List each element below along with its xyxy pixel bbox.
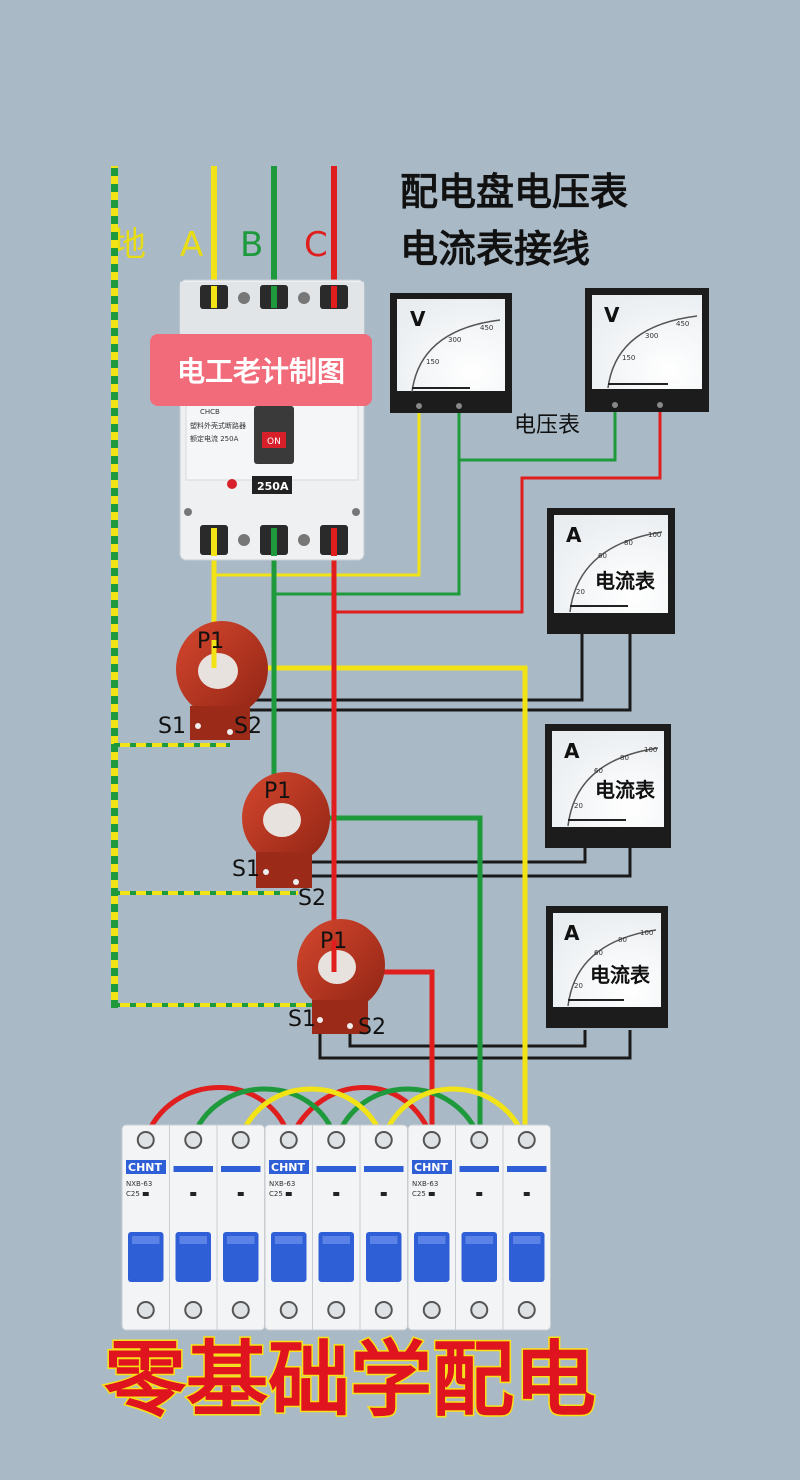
breaker-spec-1: 塑料外壳式断路器 [190, 421, 246, 430]
mcb-2-handle-2[interactable] [318, 1232, 355, 1282]
voltmeter-right-tick-300: 300 [645, 332, 658, 340]
ct-c-s1: S1 [288, 1007, 316, 1032]
ct-a-s2: S2 [234, 714, 262, 739]
phase-label-a: A [180, 225, 203, 265]
ct-b-s1: S1 [232, 857, 260, 882]
mcb-1-brand: CHNT [128, 1161, 162, 1174]
main-breaker: CHCB 塑料外壳式断路器 额定电流 250A ON 250A [179, 279, 365, 561]
main-phase-wires [211, 540, 528, 1140]
voltmeter-right-tick-450: 450 [676, 320, 689, 328]
ammeter-3-tick-60: 60 [594, 949, 603, 957]
mcb-jumper-arcs [142, 1085, 528, 1141]
title-line-1: 配电盘电压表 [400, 170, 628, 214]
current-transformer-c: P1 S1 S2 [288, 919, 386, 1040]
mcb-1-rating: C25 [126, 1190, 140, 1198]
ammeter-2-label: 电流表 [595, 778, 656, 802]
current-transformer-b: P1 S1 S2 [232, 772, 330, 911]
ammeter-1-tick-80: 80 [624, 539, 633, 547]
ammeter-2-tick-60: 60 [594, 767, 603, 775]
voltmeter-right-unit: V [604, 303, 620, 327]
phase-label-b: B [240, 225, 263, 265]
breaker-rating: 250A [257, 480, 289, 493]
ammeter-3-label: 电流表 [590, 963, 651, 987]
ammeter-2-tick-80: 80 [620, 754, 629, 762]
mcb-1-handle-3[interactable] [223, 1232, 259, 1282]
phase-label-c: C [304, 225, 328, 265]
mcb-3-model: NXB-63 [412, 1180, 438, 1188]
title-line-2: 电流表接线 [400, 227, 590, 271]
mcb-2-handle-1[interactable] [271, 1232, 307, 1282]
mcb-1-handle-2[interactable] [175, 1232, 212, 1282]
ammeter-2-tick-100: 100 [644, 746, 657, 754]
ammeter-3-tick-80: 80 [618, 936, 627, 944]
mcb-3-handle-2[interactable] [461, 1232, 498, 1282]
voltmeter-label: 电压表 [514, 413, 580, 438]
watermark-badge: 电工老计制图 [150, 334, 372, 406]
voltmeter-right-tick-150: 150 [622, 354, 635, 362]
ammeter-1: A 20 60 80 100 电流表 [547, 508, 675, 634]
current-transformer-a: P1 S1 S2 [158, 621, 268, 740]
mcb-1-model: NXB-63 [126, 1180, 152, 1188]
ammeter-2: A 20 60 80 100 电流表 [545, 724, 671, 848]
voltmeter-left: V 150 300 450 [390, 293, 512, 413]
mcb-1-handle-1[interactable] [128, 1232, 164, 1282]
ct-a-p1: P1 [197, 629, 224, 654]
ammeter-1-tick-20: 20 [576, 588, 585, 596]
ct-c-s2: S2 [358, 1015, 386, 1040]
ammeter-1-tick-60: 60 [598, 552, 607, 560]
voltmeter-left-unit: V [410, 307, 426, 331]
ammeter-2-tick-20: 20 [574, 802, 583, 810]
breaker-spec-2: 额定电流 250A [190, 434, 239, 443]
ammeter-1-tick-100: 100 [648, 531, 661, 539]
ct-b-s2: S2 [298, 886, 326, 911]
ct-c-p1: P1 [320, 929, 347, 954]
mcb-2-rating: C25 [269, 1190, 283, 1198]
mcb-3-rating: C25 [412, 1190, 426, 1198]
breaker-on-label: ON [267, 437, 281, 447]
voltmeter-left-tick-150: 150 [426, 358, 439, 366]
incoming-phase-wires [211, 166, 337, 300]
ammeter-3: A 20 60 80 100 电流表 [546, 906, 668, 1028]
ct-b-p1: P1 [264, 779, 291, 804]
ammeter-3-unit: A [564, 921, 580, 945]
breaker-brand: CHCB [200, 408, 220, 416]
ammeter-1-label: 电流表 [595, 569, 656, 593]
ct-a-s1: S1 [158, 714, 186, 739]
voltmeter-left-tick-300: 300 [448, 336, 461, 344]
mcb-3-handle-1[interactable] [414, 1232, 450, 1282]
mcb-3-handle-3[interactable] [509, 1232, 545, 1282]
ammeter-1-unit: A [566, 523, 582, 547]
breaker-trip-indicator [227, 479, 237, 489]
ammeter-3-tick-20: 20 [574, 982, 583, 990]
mcb-2-brand: CHNT [271, 1161, 305, 1174]
bottom-caption: 零基础学配电 [104, 1332, 596, 1428]
mcb-2-handle-3[interactable] [366, 1232, 402, 1282]
ammeter-2-unit: A [564, 739, 580, 763]
voltmeter-right: V 150 300 450 [585, 288, 709, 412]
voltmeter-left-tick-450: 450 [480, 324, 493, 332]
ammeter-3-tick-100: 100 [640, 929, 653, 937]
ground-wire [111, 166, 350, 1008]
mcb-2-model: NXB-63 [269, 1180, 295, 1188]
mcb-3-brand: CHNT [414, 1161, 448, 1174]
